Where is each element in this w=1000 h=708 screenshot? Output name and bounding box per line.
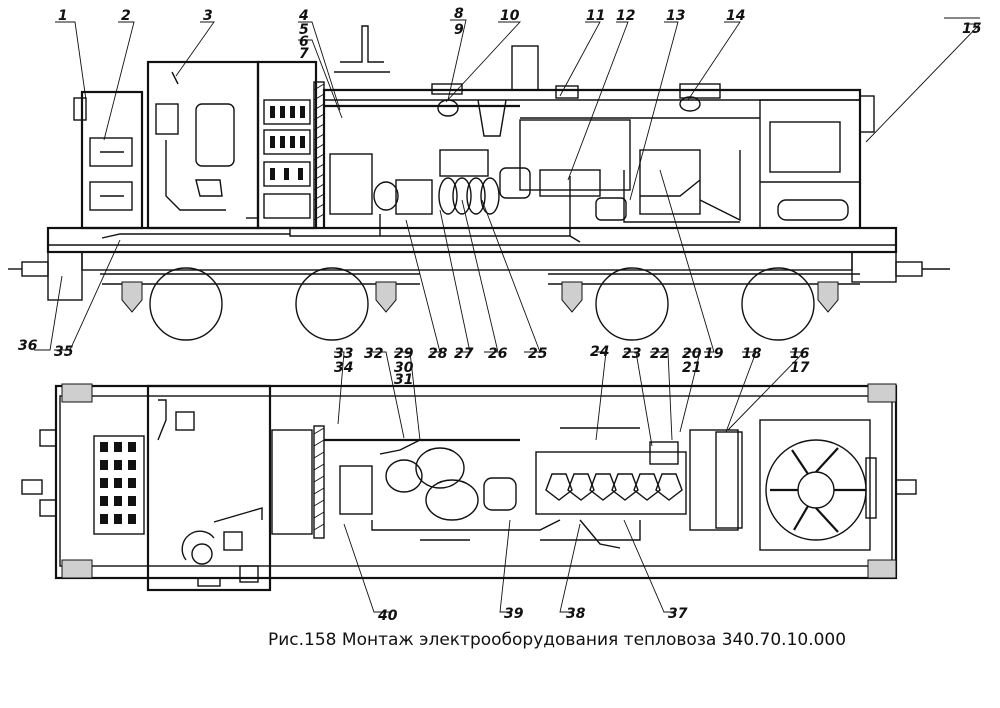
side-view bbox=[8, 25, 950, 341]
callout-37: 37 bbox=[668, 606, 688, 622]
callout-1: 1 bbox=[58, 8, 68, 24]
callout-6: 6 bbox=[299, 34, 309, 50]
callout-34: 34 bbox=[334, 360, 353, 376]
callout-5: 5 bbox=[299, 22, 309, 38]
callout-23: 23 bbox=[622, 346, 641, 362]
callout-10: 10 bbox=[500, 8, 520, 24]
callout-31: 31 bbox=[394, 372, 413, 388]
callout-35: 35 bbox=[54, 344, 74, 360]
callout-17: 17 bbox=[790, 360, 810, 376]
callout-29: 29 bbox=[394, 346, 414, 362]
callout-21: 21 bbox=[682, 360, 701, 376]
figure-caption: Рис.158 Монтаж электрооборудования тепло… bbox=[268, 630, 847, 650]
callout-4: 4 bbox=[298, 8, 309, 24]
callout-16: 16 bbox=[790, 346, 810, 362]
callout-26: 26 bbox=[488, 346, 508, 362]
callout-30: 30 bbox=[394, 360, 414, 376]
callout-19: 19 bbox=[704, 346, 724, 362]
callout-25: 25 bbox=[528, 346, 548, 362]
callout-9: 9 bbox=[454, 22, 464, 38]
callout-40: 40 bbox=[377, 608, 398, 624]
callout-2: 2 bbox=[121, 8, 131, 24]
callout-12: 12 bbox=[616, 8, 635, 24]
callout-14: 14 bbox=[726, 8, 745, 24]
callout-3: 3 bbox=[203, 8, 213, 24]
plan-view bbox=[21, 383, 917, 592]
callout-24: 24 bbox=[590, 344, 609, 360]
callout-15: 15 bbox=[962, 21, 982, 37]
callout-numbers: 1 2 3 4 5 6 7 8 9 10 11 12 13 14 15 36 3… bbox=[18, 6, 982, 624]
callout-28: 28 bbox=[428, 346, 448, 362]
callout-32: 32 bbox=[364, 346, 383, 362]
callout-8: 8 bbox=[454, 6, 464, 22]
callout-13: 13 bbox=[666, 8, 685, 24]
callout-39: 39 bbox=[504, 606, 524, 622]
callout-leaders bbox=[34, 17, 982, 613]
callout-38: 38 bbox=[566, 606, 586, 622]
callout-18: 18 bbox=[742, 346, 762, 362]
callout-11: 11 bbox=[586, 8, 605, 24]
callout-33: 33 bbox=[334, 346, 353, 362]
callout-27: 27 bbox=[454, 346, 474, 362]
callout-7: 7 bbox=[299, 46, 309, 62]
callout-20: 20 bbox=[682, 346, 702, 362]
callout-36: 36 bbox=[18, 338, 38, 354]
callout-22: 22 bbox=[650, 346, 669, 362]
